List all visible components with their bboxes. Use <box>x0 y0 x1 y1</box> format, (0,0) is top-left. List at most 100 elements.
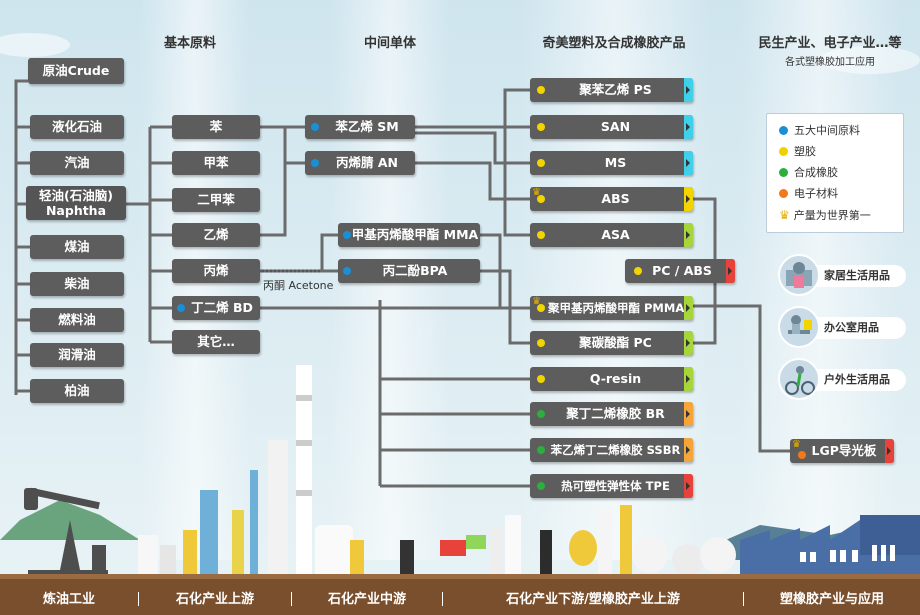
product-type-dot-icon <box>537 86 545 94</box>
legend-green-dot-icon <box>779 168 788 177</box>
crown-icon: ♛ <box>792 439 801 450</box>
product-item[interactable]: 聚苯乙烯 PS <box>530 78 693 102</box>
monomer-acrylonitrile[interactable]: 丙烯腈 AN <box>305 151 415 175</box>
product-label: ASA <box>601 227 630 242</box>
app-home-label: 家居生活用品 <box>824 269 890 282</box>
product-pc-abs[interactable]: PC / ABS <box>625 259 735 283</box>
footer-downstream: 石化产业下游/塑橡胶产业上游 <box>506 592 680 607</box>
office-products-icon <box>778 306 820 348</box>
refined-lpg[interactable]: 液化石油 <box>30 115 124 139</box>
naphtha-label-en: Naphtha <box>45 203 107 218</box>
footer-separator <box>743 592 744 606</box>
legend-item-intermediate: 五大中间原料 <box>779 122 860 140</box>
footer-applications: 塑橡胶产业与应用 <box>779 592 884 607</box>
butadiene-dot <box>177 304 185 312</box>
footer-separator <box>442 592 443 606</box>
legend-item-electronic: 电子材料 <box>779 185 838 203</box>
header-applications: 民生产业、电子产业…等 <box>758 36 902 51</box>
product-type-dot-icon <box>537 231 545 239</box>
product-lgp[interactable]: ♛ LGP导光板 <box>790 439 894 463</box>
bpa-dot <box>343 267 351 275</box>
product-type-dot-icon <box>537 123 545 131</box>
lgp-arrow-icon <box>885 439 894 463</box>
product-arrow-icon <box>684 223 693 247</box>
refined-naphtha[interactable]: 轻油(石油脑) Naphtha <box>26 186 126 220</box>
header-applications-sub: 各式塑橡胶加工应用 <box>785 57 875 68</box>
product-arrow-icon <box>684 78 693 102</box>
raw-propylene[interactable]: 丙烯 <box>172 259 260 283</box>
lgp-dot <box>798 451 806 459</box>
app-outdoor-label: 户外生活用品 <box>824 373 890 386</box>
header-raw-materials: 基本原料 <box>163 36 216 51</box>
product-label: SAN <box>600 119 631 134</box>
raw-butadiene[interactable]: 丁二烯 BD <box>172 296 260 320</box>
product-item[interactable]: 苯乙烯丁二烯橡胶 SSBR <box>530 438 693 462</box>
crude-oil-box[interactable]: 原油Crude <box>28 58 124 84</box>
bpa-label: 丙二酚BPA <box>382 263 448 278</box>
crown-icon: ♛ <box>532 296 541 307</box>
legend-label: 五大中间原料 <box>794 124 860 137</box>
product-type-dot-icon <box>537 375 545 383</box>
butadiene-label: 丁二烯 BD <box>191 300 253 315</box>
pc-abs-label: PC / ABS <box>652 263 712 278</box>
product-item[interactable]: 聚碳酸酯 PC <box>530 331 693 355</box>
product-arrow-icon <box>684 402 693 426</box>
monomer-mma[interactable]: 甲基丙烯酸甲酯 MMA <box>338 223 480 247</box>
mma-label: 甲基丙烯酸甲酯 MMA <box>351 227 479 242</box>
product-label: 聚碳酸酯 PC <box>579 335 652 350</box>
product-type-dot-icon <box>537 304 545 312</box>
legend-label: 塑胶 <box>794 145 816 158</box>
pc-abs-dot <box>634 267 642 275</box>
refined-gasoline[interactable]: 汽油 <box>30 151 124 175</box>
app-home[interactable]: 家居生活用品 <box>778 254 906 296</box>
refined-diesel[interactable]: 柴油 <box>30 272 124 296</box>
legend-label: 产量为世界第一 <box>793 209 871 222</box>
pc-abs-arrow-icon <box>726 259 735 283</box>
naphtha-label-cn: 轻油(石油脑) <box>39 188 113 203</box>
raw-xylene[interactable]: 二甲苯 <box>172 188 260 212</box>
product-item[interactable]: 聚丁二烯橡胶 BR <box>530 402 693 426</box>
product-arrow-icon <box>684 187 693 211</box>
product-item[interactable]: 热可塑性弹性体 TPE <box>530 474 693 498</box>
refined-lube-oil[interactable]: 润滑油 <box>30 343 124 367</box>
product-label: 热可塑性弹性体 TPE <box>561 479 670 493</box>
product-label: ABS <box>601 191 630 206</box>
footer-refining: 炼油工业 <box>42 592 95 607</box>
product-item[interactable]: Q-resin <box>530 367 693 391</box>
header-monomers: 中间单体 <box>363 36 416 51</box>
raw-others[interactable]: 其它… <box>172 330 260 354</box>
product-type-dot-icon <box>537 195 545 203</box>
product-arrow-icon <box>684 331 693 355</box>
refined-kerosene[interactable]: 煤油 <box>30 235 124 259</box>
product-item[interactable]: ♛ABS <box>530 187 693 211</box>
raw-ethylene[interactable]: 乙烯 <box>172 223 260 247</box>
product-item[interactable]: MS <box>530 151 693 175</box>
product-item[interactable]: ASA <box>530 223 693 247</box>
product-label: MS <box>604 155 627 170</box>
product-type-dot-icon <box>537 159 545 167</box>
monomer-styrene[interactable]: 苯乙烯 SM <box>305 115 415 139</box>
product-label: Q-resin <box>589 371 642 386</box>
raw-toluene[interactable]: 甲苯 <box>172 151 260 175</box>
product-arrow-icon <box>684 296 693 320</box>
refined-asphalt[interactable]: 柏油 <box>30 379 124 403</box>
app-office[interactable]: 办公室用品 <box>778 306 906 348</box>
legend-item-rubber: 合成橡胶 <box>779 164 838 182</box>
product-label: 聚丁二烯橡胶 BR <box>566 406 665 421</box>
monomer-bpa[interactable]: 丙二酚BPA <box>338 259 480 283</box>
raw-benzene[interactable]: 苯 <box>172 115 260 139</box>
styrene-dot <box>311 123 319 131</box>
legend-item-plastic: 塑胶 <box>779 143 816 161</box>
styrene-label: 苯乙烯 SM <box>335 119 399 134</box>
product-arrow-icon <box>684 367 693 391</box>
acrylonitrile-label: 丙烯腈 AN <box>336 155 398 170</box>
legend-crown-icon: ♛ <box>779 208 790 222</box>
acetone-label: 丙酮 Acetone <box>263 279 334 292</box>
refined-fuel-oil[interactable]: 燃料油 <box>30 308 124 332</box>
product-item[interactable]: ♛聚甲基丙烯酸甲酯 PMMA <box>530 296 693 320</box>
mma-dot <box>343 231 351 239</box>
app-outdoor[interactable]: 户外生活用品 <box>778 358 906 400</box>
legend-label: 电子材料 <box>794 187 838 200</box>
product-item[interactable]: SAN <box>530 115 693 139</box>
